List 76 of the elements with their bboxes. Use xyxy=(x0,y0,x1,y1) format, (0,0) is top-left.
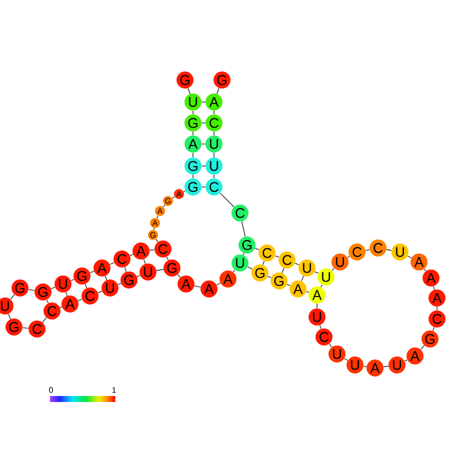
base-pair-line xyxy=(143,258,146,264)
backbone-line xyxy=(42,317,47,323)
backbone-line xyxy=(78,298,82,302)
backbone-line xyxy=(188,88,190,94)
backbone-line xyxy=(386,249,392,251)
backbone-line xyxy=(436,306,438,311)
backbone-line xyxy=(286,284,290,286)
backbone-line xyxy=(344,358,348,361)
backbone-line xyxy=(232,270,236,272)
backbone-line xyxy=(407,256,412,258)
base-pair-line xyxy=(166,256,169,261)
base-pair-line xyxy=(282,268,284,274)
backbone-line xyxy=(424,268,426,272)
base-pair-line xyxy=(201,186,206,188)
backbone-line xyxy=(136,274,140,278)
scale-label: 0 xyxy=(49,387,53,393)
backbone-line xyxy=(118,282,122,286)
scale-label: 1 xyxy=(112,387,116,393)
base-pair-line xyxy=(301,276,304,282)
backbone-line xyxy=(90,270,94,274)
base-pair-line xyxy=(124,266,127,272)
backbone-line xyxy=(220,192,234,208)
backbone-line xyxy=(216,88,220,94)
backbone-line xyxy=(316,303,318,309)
backbone-line xyxy=(254,248,260,250)
backbone-line xyxy=(70,278,74,282)
base-pair-line xyxy=(65,292,68,296)
backbone-line xyxy=(241,221,246,237)
backbone-line xyxy=(192,131,194,136)
backbone-line xyxy=(10,294,15,300)
backbone-line xyxy=(314,271,319,274)
backbone-line xyxy=(192,174,194,179)
backbone-line xyxy=(306,291,310,293)
backbone-line xyxy=(192,110,194,115)
backbone-line xyxy=(183,190,186,192)
backbone-line xyxy=(60,306,62,308)
backbone-line xyxy=(162,204,166,208)
backbone-line xyxy=(156,215,158,219)
backbone-line xyxy=(50,286,56,290)
backbone-line xyxy=(98,290,102,294)
backbone-line xyxy=(432,326,435,332)
backbone-line xyxy=(153,228,155,230)
backbone-line xyxy=(110,262,114,265)
backbone-line xyxy=(268,276,272,278)
backbone-line xyxy=(294,262,300,266)
base-pair-line xyxy=(104,276,108,280)
backbone-line xyxy=(328,344,332,348)
base-pair-line xyxy=(84,284,88,288)
backbone-line xyxy=(347,256,350,258)
backbone-line xyxy=(22,327,29,329)
backbone-line xyxy=(194,285,201,288)
backbone-line xyxy=(420,345,425,350)
backbone-line xyxy=(216,282,221,286)
base-pair-line xyxy=(46,299,49,304)
backbone-line xyxy=(404,360,408,362)
backbone-line xyxy=(149,249,155,251)
backbone-line xyxy=(383,366,389,368)
backbone-line xyxy=(247,266,253,270)
backbone-line xyxy=(177,274,181,278)
base-pair-line xyxy=(262,260,265,266)
backbone-line xyxy=(433,286,435,290)
backbone-line xyxy=(28,289,35,291)
backbone-line xyxy=(365,249,370,251)
backbone-line xyxy=(156,269,164,271)
backbone-line xyxy=(192,152,194,158)
base-pair-line xyxy=(242,252,244,256)
backbone-line xyxy=(363,366,367,368)
base-pair-line xyxy=(201,122,206,124)
backbone-line xyxy=(156,238,158,242)
backbone-line xyxy=(332,268,334,272)
backbone-line xyxy=(172,196,176,199)
base-pair-line xyxy=(320,284,323,288)
backbone-line xyxy=(8,314,11,320)
backbone-line xyxy=(274,255,280,258)
backbone-line xyxy=(319,324,322,330)
backbone-line xyxy=(130,254,134,256)
